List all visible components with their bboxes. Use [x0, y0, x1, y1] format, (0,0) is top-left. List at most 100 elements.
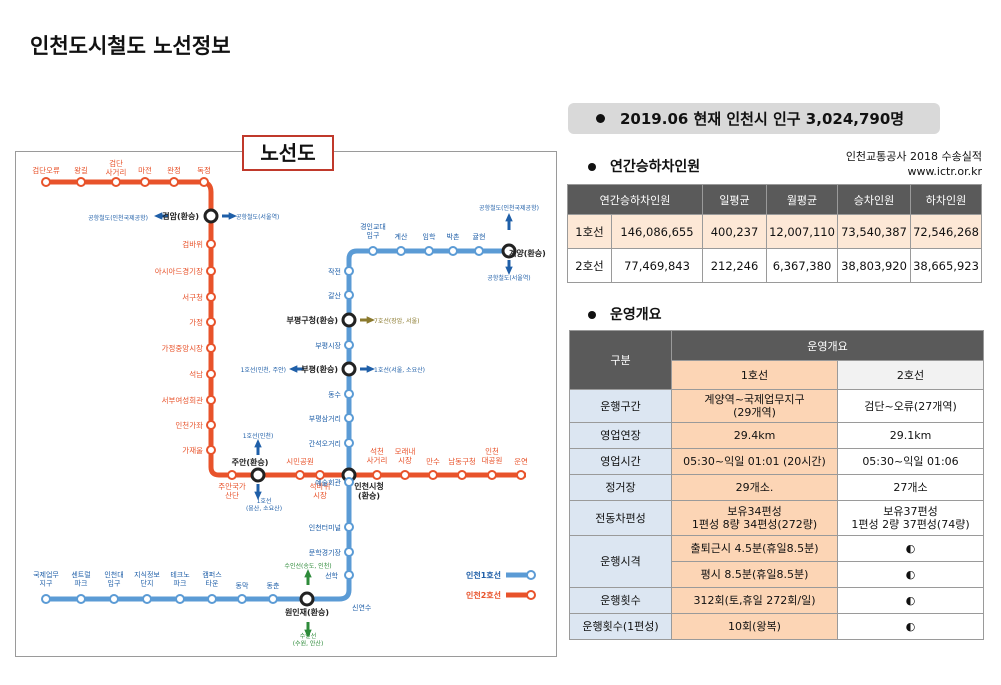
- line2-station-label: 남동구청: [448, 457, 476, 466]
- header-cell: 연간승하차인원: [567, 184, 703, 215]
- line1-station-label: 간석오거리: [309, 439, 341, 448]
- table-cell: 38,665,923: [910, 248, 982, 283]
- table-cell: 05:30~익일 01:06: [837, 448, 984, 475]
- station-marker: [344, 522, 354, 532]
- station-marker: [206, 239, 216, 249]
- transfer-station-marker: [299, 591, 315, 607]
- source-line-1: 인천교통공사 2018 수송실적: [845, 150, 982, 163]
- table-row: 전동차편성 보유34편성 1편성 8량 34편성(272량) 보유37편성 1편…: [569, 500, 984, 536]
- station-marker: [76, 177, 86, 187]
- station-marker: [372, 470, 382, 480]
- table-cell: ◐: [837, 613, 984, 640]
- station-marker: [111, 177, 121, 187]
- station-marker: [457, 470, 467, 480]
- header-cell: 일평균: [702, 184, 767, 215]
- station-marker: [142, 594, 152, 604]
- row-label: 영업연장: [569, 422, 672, 449]
- station-marker: [396, 246, 406, 256]
- arrow-up-icon-head: [304, 569, 312, 578]
- table-cell: 2호선: [567, 248, 612, 283]
- table-cell: 73,540,387: [837, 214, 911, 249]
- line1-station-label: 부평삼거리: [309, 414, 341, 423]
- line1-station-label: 박촌: [447, 232, 460, 241]
- line1-station-label: 계산: [395, 232, 408, 241]
- line2-station-label: 독정: [197, 165, 211, 175]
- transfer-note: 1호선(인천, 주안): [241, 366, 286, 374]
- table-cell: 보유37편성 1편성 2량 37편성(74량): [837, 500, 984, 536]
- station-marker: [424, 246, 434, 256]
- source-line-2: www.ictr.or.kr: [907, 165, 982, 178]
- table-cell: 보유34편성 1편성 8량 34편성(272량): [671, 500, 838, 536]
- arrow-down-icon-head: [254, 491, 262, 500]
- line1-station-label: 귤현: [473, 233, 486, 241]
- line1-station-label: 문학경기장: [309, 548, 342, 557]
- transfer-note: 공항철도(서울역): [487, 274, 530, 282]
- table-row: 운행횟수(1편성) 10회(왕복) ◐: [569, 613, 984, 640]
- header-cell: 승차인원: [837, 184, 911, 215]
- line2-station-label: 가정: [189, 317, 203, 327]
- line2-station-label: 시민공원: [286, 456, 314, 466]
- row-label: 운행시격: [569, 535, 672, 588]
- line2-station-label: 가정중앙시장: [162, 343, 203, 353]
- transfer-station-label: 인천시청(환승): [354, 481, 383, 501]
- bullet-icon: [588, 311, 596, 319]
- legend-line2-label: 인천2호선: [466, 590, 501, 600]
- table-cell: 212,246: [702, 248, 767, 283]
- table-cell: ◐: [837, 587, 984, 614]
- station-marker: [76, 594, 86, 604]
- transfer-station-marker: [203, 208, 219, 224]
- transfer-station-marker: [250, 467, 266, 483]
- station-marker: [344, 340, 354, 350]
- station-marker: [487, 470, 497, 480]
- station-marker: [344, 389, 354, 399]
- station-marker: [207, 594, 217, 604]
- map-tag: 노선도: [242, 135, 334, 171]
- page-title: 인천도시철도 노선정보: [30, 34, 231, 58]
- station-marker: [344, 547, 354, 557]
- header-cell: 하차인원: [910, 184, 982, 215]
- station-marker: [315, 470, 325, 480]
- table-cell: 29개소.: [671, 474, 838, 501]
- table-cell: 400,237: [702, 214, 767, 249]
- transfer-station-label: 검암(환승): [162, 211, 199, 221]
- station-marker: [344, 570, 354, 580]
- bullet-icon: [596, 114, 605, 123]
- station-marker: [206, 395, 216, 405]
- station-marker: [206, 420, 216, 430]
- table-row: 영업시간 05:30~익일 01:01 (20시간) 05:30~익일 01:0…: [569, 448, 984, 475]
- station-marker: [344, 438, 354, 448]
- line1-station-label: 인천터미널: [309, 523, 341, 532]
- table-cell: 312회(토,휴일 272회/일): [671, 587, 838, 614]
- line2-station-label: 만수: [426, 457, 440, 466]
- line2-station-label: 인천가좌: [175, 420, 203, 430]
- transfer-note: 공항철도(서울역): [236, 213, 279, 221]
- table-row: 1호선 146,086,655 400,237 12,007,110 73,54…: [567, 214, 982, 249]
- table-row: 운행시격 출퇴근시 4.5분(휴일8.5분) ◐: [569, 535, 984, 588]
- population-bar: 2019.06 현재 인천시 인구 3,024,790명: [568, 103, 940, 134]
- transfer-station-label: 원인재(환승): [285, 607, 329, 617]
- transfer-station-label: 부평구청(환승): [287, 315, 338, 325]
- table-row: 2호선 77,469,843 212,246 6,367,380 38,803,…: [567, 248, 982, 283]
- row-label: 운행횟수: [569, 587, 672, 614]
- line2-station-label: 운연: [514, 457, 528, 466]
- line1-station-label: 선학: [325, 571, 338, 580]
- ridership-table: 연간승하차인원 일평균 월평균 승차인원 하차인원 1호선 146,086,65…: [567, 184, 982, 283]
- col-line2: 2호선: [837, 360, 984, 390]
- station-marker: [516, 470, 526, 480]
- station-marker: [206, 445, 216, 455]
- station-marker: [199, 177, 209, 187]
- table-cell: 72,546,268: [910, 214, 982, 249]
- station-marker: [368, 246, 378, 256]
- population-text: 2019.06 현재 인천시 인구 3,024,790명: [620, 110, 905, 128]
- operation-heading-text: 운영개요: [610, 307, 662, 323]
- line2-station-label: 검바위: [182, 239, 203, 249]
- station-marker: [295, 470, 305, 480]
- transfer-station-label: 계양(환승): [509, 248, 546, 258]
- station-marker: [140, 177, 150, 187]
